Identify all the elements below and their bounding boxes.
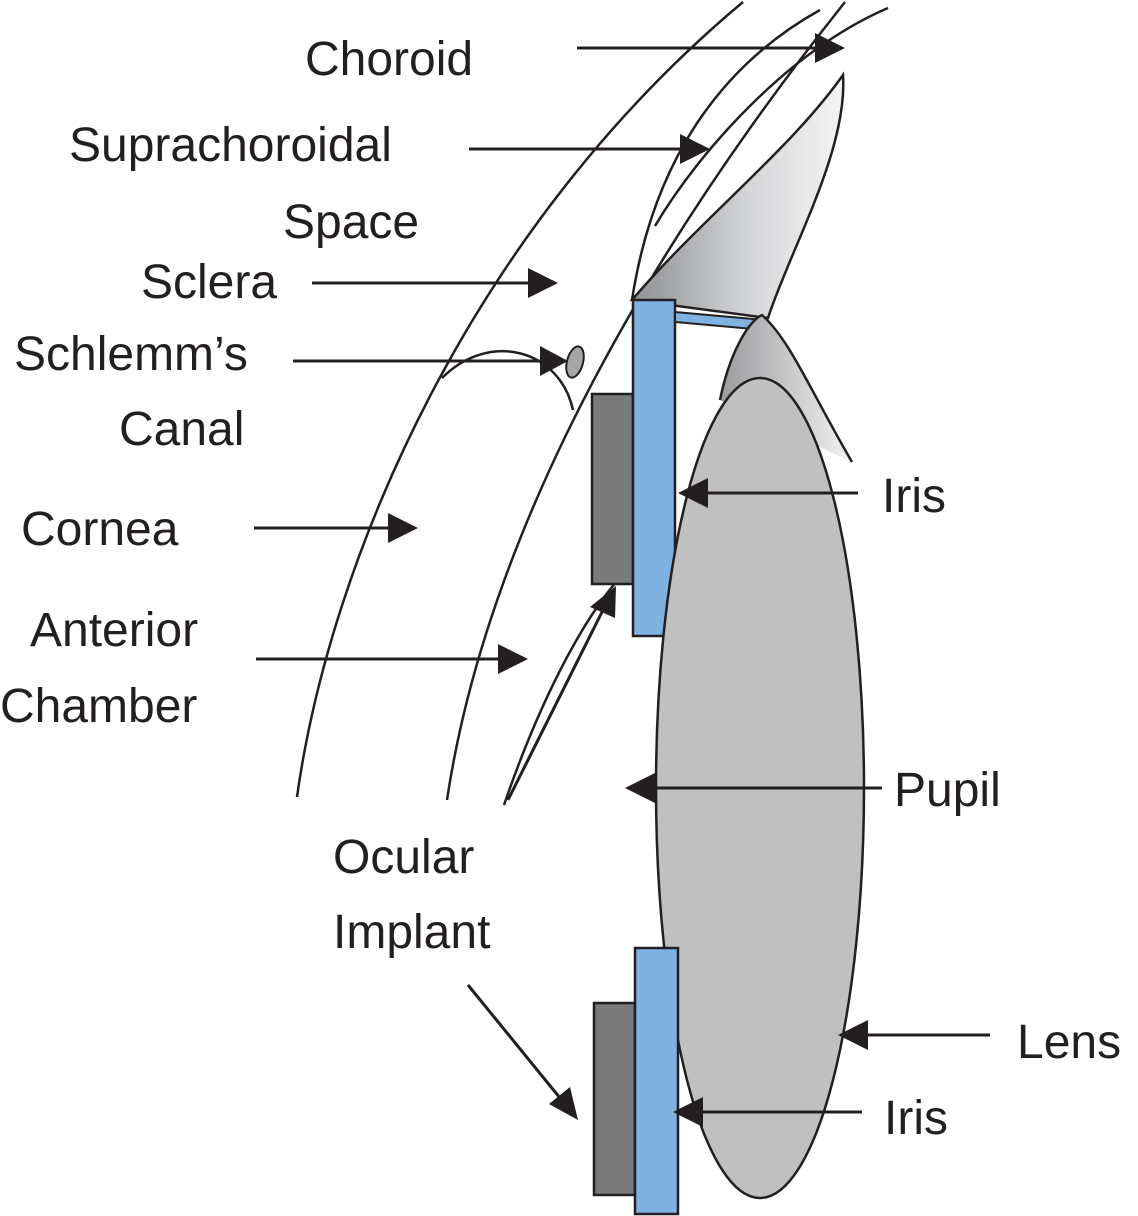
label-ocular: Ocular [333,831,474,884]
lower-implant-gray [592,1001,637,1197]
cornea-arrowhead [388,513,418,543]
anterior-chamber-arrowhead [498,644,528,674]
label-chamber: Chamber [0,680,197,733]
lens-arrowhead [838,1020,868,1050]
label-space: Space [283,196,419,249]
label-iris-top: Iris [882,470,946,523]
iris-tip [718,313,854,463]
suprachoroidal-arrowhead [680,134,710,164]
implant-lower-arrowhead [549,1087,578,1120]
cornea-outer-curve [295,1,744,798]
implant-lower-arrow-line [466,984,562,1099]
label-sclera: Sclera [141,256,277,309]
choroid-curve [653,6,889,227]
implant-upper-arrowhead [590,586,616,618]
eye-wall-curves [295,1,889,806]
choroid-outer-curve [630,8,821,301]
label-implant: Implant [333,906,490,959]
label-cornea: Cornea [21,503,179,556]
label-iris-bottom: Iris [884,1092,948,1145]
lower-ocular-implant [592,946,680,1216]
cornea-inner-curve [445,1,846,801]
iris-top-arrowhead [678,478,708,508]
sclera-arrowhead [528,268,558,298]
label-anterior: Anterior [30,604,198,657]
upper-ocular-implant [590,298,766,638]
schlemms-canal-shape [565,345,585,379]
iris-bottom-arrowhead [673,1097,703,1127]
schlemms-arrowhead [540,346,568,376]
label-arrows [254,33,990,1127]
label-suprachoroidal: Suprachoroidal [69,119,392,172]
implant-upper-arrow-line [506,611,604,801]
label-canal: Canal [119,403,244,456]
ciliary-body [629,71,845,320]
label-schlemms: Schlemm’s [14,328,248,381]
upper-implant-gray [590,392,635,586]
label-lens: Lens [1017,1016,1121,1069]
schlemm-loop [441,349,575,411]
label-choroid: Choroid [305,33,473,86]
lower-implant-blue [633,946,680,1216]
labels: Choroid Suprachoroidal Space Sclera Schl… [0,33,1121,1145]
upper-implant-blue [631,298,677,638]
pupil-arrowhead [625,773,655,803]
choroid-arrowhead [815,33,845,63]
label-pupil: Pupil [894,764,1001,817]
